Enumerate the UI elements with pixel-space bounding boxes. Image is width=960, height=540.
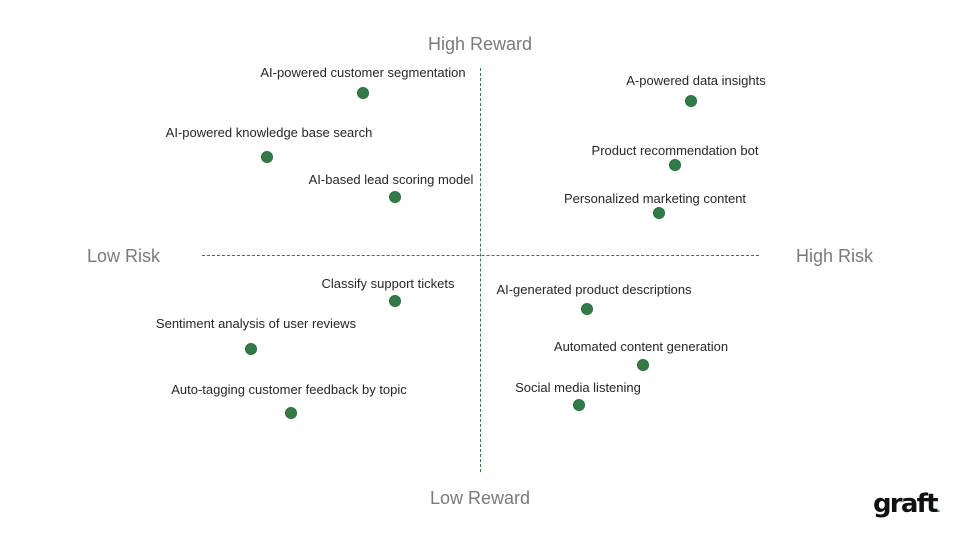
item-marker [358,88,368,98]
item-marker [654,208,664,218]
item-marker [686,96,696,106]
logo-dot: . [936,504,941,515]
item-marker [638,360,648,370]
item-label: Social media listening [515,380,641,395]
axis-label-low-risk: Low Risk [87,246,161,266]
item-label: AI-powered customer segmentation [260,65,466,80]
axis-label-low-reward: Low Reward [429,488,531,508]
axis-label-high-risk: High Risk [796,246,874,266]
item-marker [574,400,584,410]
item-marker [390,192,400,202]
item-label: Automated content generation [553,339,729,354]
item-label: AI-based lead scoring model [308,172,474,187]
item-marker [246,344,256,354]
item-marker [390,296,400,306]
item-label: Sentiment analysis of user reviews [155,316,357,331]
vertical-axis-line [480,68,481,472]
item-label: Personalized marketing content [563,191,747,206]
item-marker [286,408,296,418]
axis-label-high-reward: High Reward [427,34,533,54]
item-label: AI-generated product descriptions [496,282,692,297]
item-marker [670,160,680,170]
item-marker [582,304,592,314]
item-label: Classify support tickets [321,276,455,291]
horizontal-axis-line [202,255,759,256]
graft-logo: graft. [873,489,941,519]
logo-wordmark: graft [873,489,939,519]
item-label: Auto-tagging customer feedback by topic [171,382,407,397]
item-label: Product recommendation bot [591,143,759,158]
item-label: A-powered data insights [626,73,766,88]
item-marker [262,152,272,162]
item-label: AI-powered knowledge base search [165,125,373,140]
